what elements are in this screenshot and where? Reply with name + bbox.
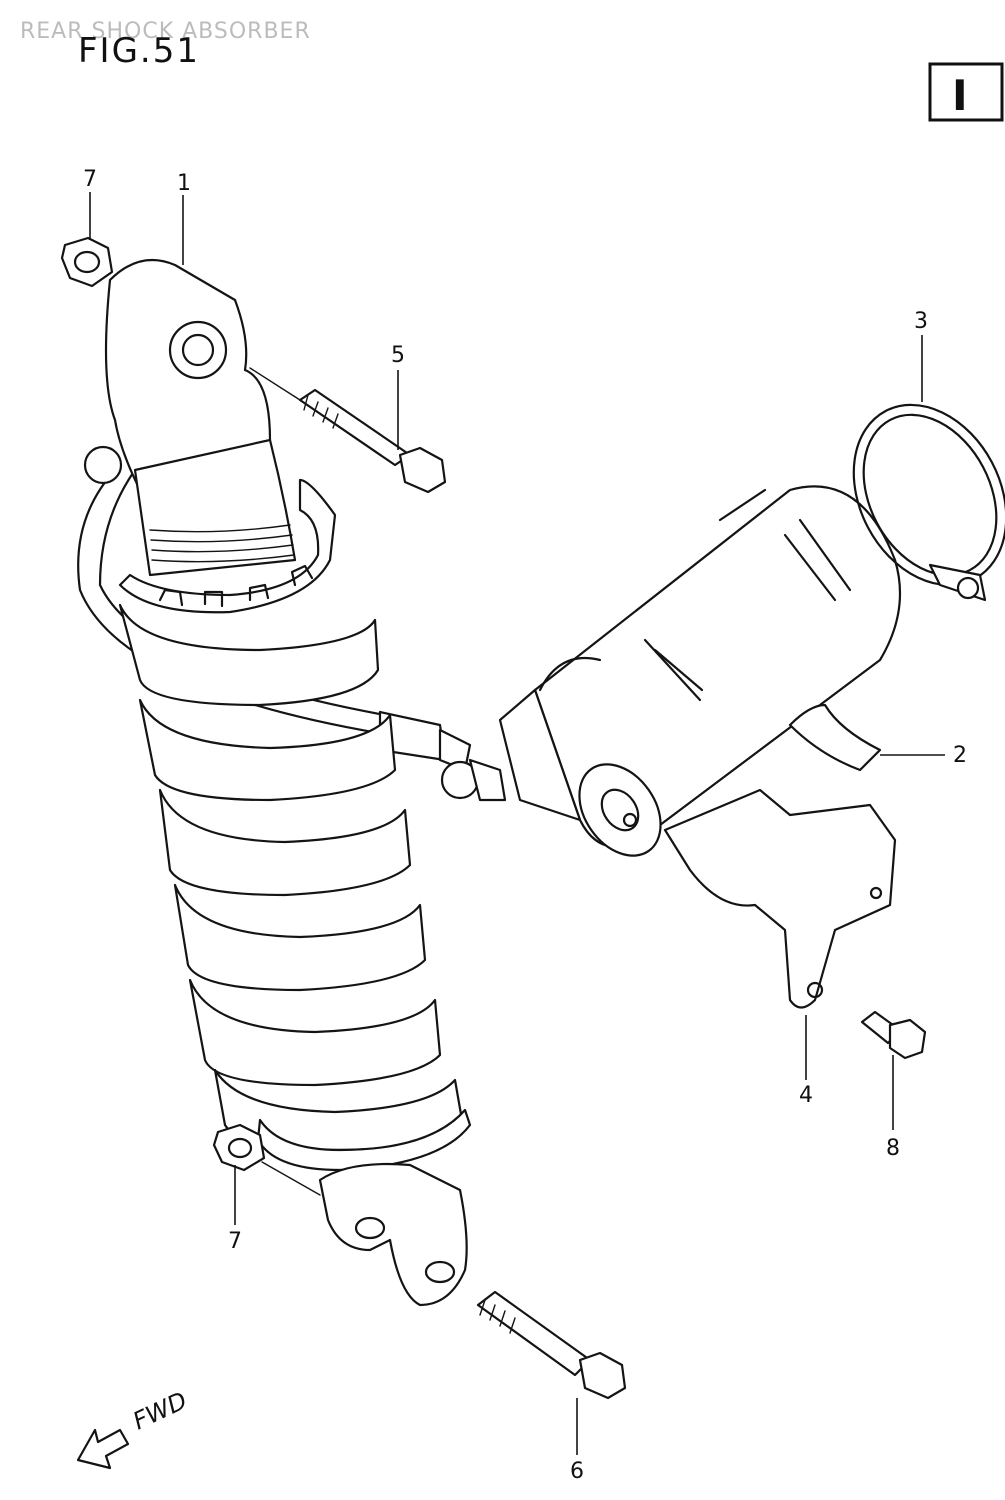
forward-arrow-icon bbox=[76, 1428, 130, 1470]
callout-4: 4 bbox=[799, 1083, 813, 1108]
callout-7-top: 7 bbox=[83, 167, 97, 192]
section-badge-text: I bbox=[952, 71, 968, 120]
callout-7-bottom: 7 bbox=[228, 1229, 242, 1254]
callout-2: 2 bbox=[953, 743, 967, 768]
callout-3: 3 bbox=[914, 309, 928, 334]
section-title: REAR SHOCK ABSORBER bbox=[20, 19, 311, 44]
callout-5: 5 bbox=[391, 343, 405, 368]
shock-absorber bbox=[104, 258, 472, 1307]
bracket-hole bbox=[869, 886, 883, 900]
reservoir-cushion bbox=[788, 703, 882, 772]
section-badge: I bbox=[928, 62, 1004, 122]
reservoir-hose bbox=[77, 445, 507, 802]
callout-1: 1 bbox=[177, 171, 191, 196]
band-clamp bbox=[852, 403, 1005, 602]
callout-6: 6 bbox=[570, 1459, 584, 1484]
forward-label: FWD bbox=[129, 1386, 192, 1435]
callout-8: 8 bbox=[886, 1136, 900, 1161]
figure-label: FIG.51 bbox=[78, 31, 200, 71]
lower-nut bbox=[212, 1123, 321, 1196]
shock-reservoir bbox=[498, 485, 902, 857]
lower-mount-bolt bbox=[476, 1290, 627, 1400]
bracket-hole bbox=[806, 981, 824, 999]
upper-mount-bushing bbox=[168, 320, 228, 380]
upper-mount-bolt bbox=[249, 367, 447, 494]
bracket-bolt bbox=[860, 1010, 927, 1060]
reservoir-bracket bbox=[663, 788, 897, 1009]
upper-nut bbox=[60, 236, 114, 288]
